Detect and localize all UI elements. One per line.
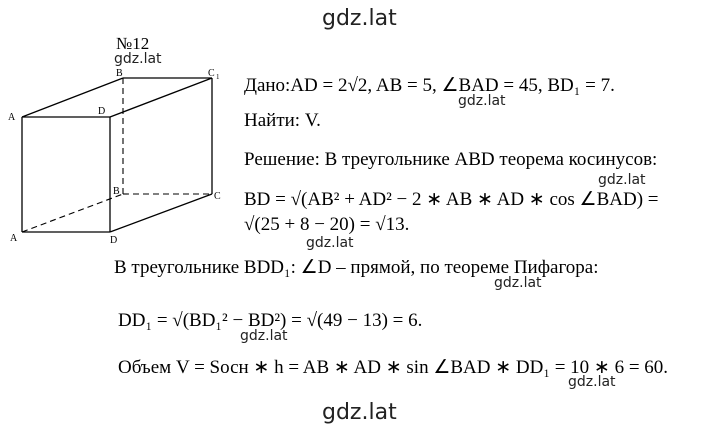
label-a: A xyxy=(10,233,18,244)
cosine-law-line-1: BD = √(AB² + AD² − 2 ∗ AB ∗ AD ∗ cos ∠BA… xyxy=(244,189,659,210)
watermark-bottom: gdz.lat xyxy=(322,400,397,425)
problem-number: №12 xyxy=(116,34,150,53)
label-c: C xyxy=(214,191,221,202)
label-d: D xyxy=(110,235,117,246)
label-b1: B xyxy=(116,68,123,79)
volume-line: Объем V = Sосн ∗ h = AB ∗ AD ∗ sin ∠BAD … xyxy=(118,357,669,378)
edge-dc xyxy=(109,193,213,233)
watermark-given: gdz.lat xyxy=(458,93,506,109)
watermark-volume: gdz.lat xyxy=(568,374,616,390)
label-c1: C xyxy=(208,68,215,79)
cosine-law-line-2: √(25 + 8 − 20) = √13. xyxy=(244,214,410,235)
edge-a1b1 xyxy=(21,77,124,118)
pythagoras-line: DD₁ = √(BD₁² − BD²) = √(49 − 13) = 6. xyxy=(118,310,423,331)
parallelepiped-figure: B C 1 A D B C A D xyxy=(8,68,221,246)
pythagoras-intro: В треугольнике BDD₁: ∠D – прямой, по тео… xyxy=(114,257,599,278)
label-b: B xyxy=(113,186,120,197)
given-line: Дано:AD = 2√2, AB = 5, ∠BAD = 45, BD₁ = … xyxy=(244,75,615,96)
label-c1-sub: 1 xyxy=(216,73,220,81)
watermark-figure: gdz.lat xyxy=(114,51,162,67)
label-d1: D xyxy=(98,106,105,117)
watermark-pythagoras-2: gdz.lat xyxy=(240,328,288,344)
solution-intro: Решение: В треугольнике ABD теорема коси… xyxy=(244,149,658,170)
edge-d1c1 xyxy=(109,77,213,118)
find-line: Найти: V. xyxy=(244,110,321,131)
watermark-pythagoras: gdz.lat xyxy=(494,275,542,291)
watermark-solution: gdz.lat xyxy=(598,172,646,188)
label-a1: A xyxy=(8,112,16,123)
watermark-cosine: gdz.lat xyxy=(306,235,354,251)
watermark-top: gdz.lat xyxy=(322,6,397,31)
edge-ab-hidden xyxy=(21,193,124,233)
